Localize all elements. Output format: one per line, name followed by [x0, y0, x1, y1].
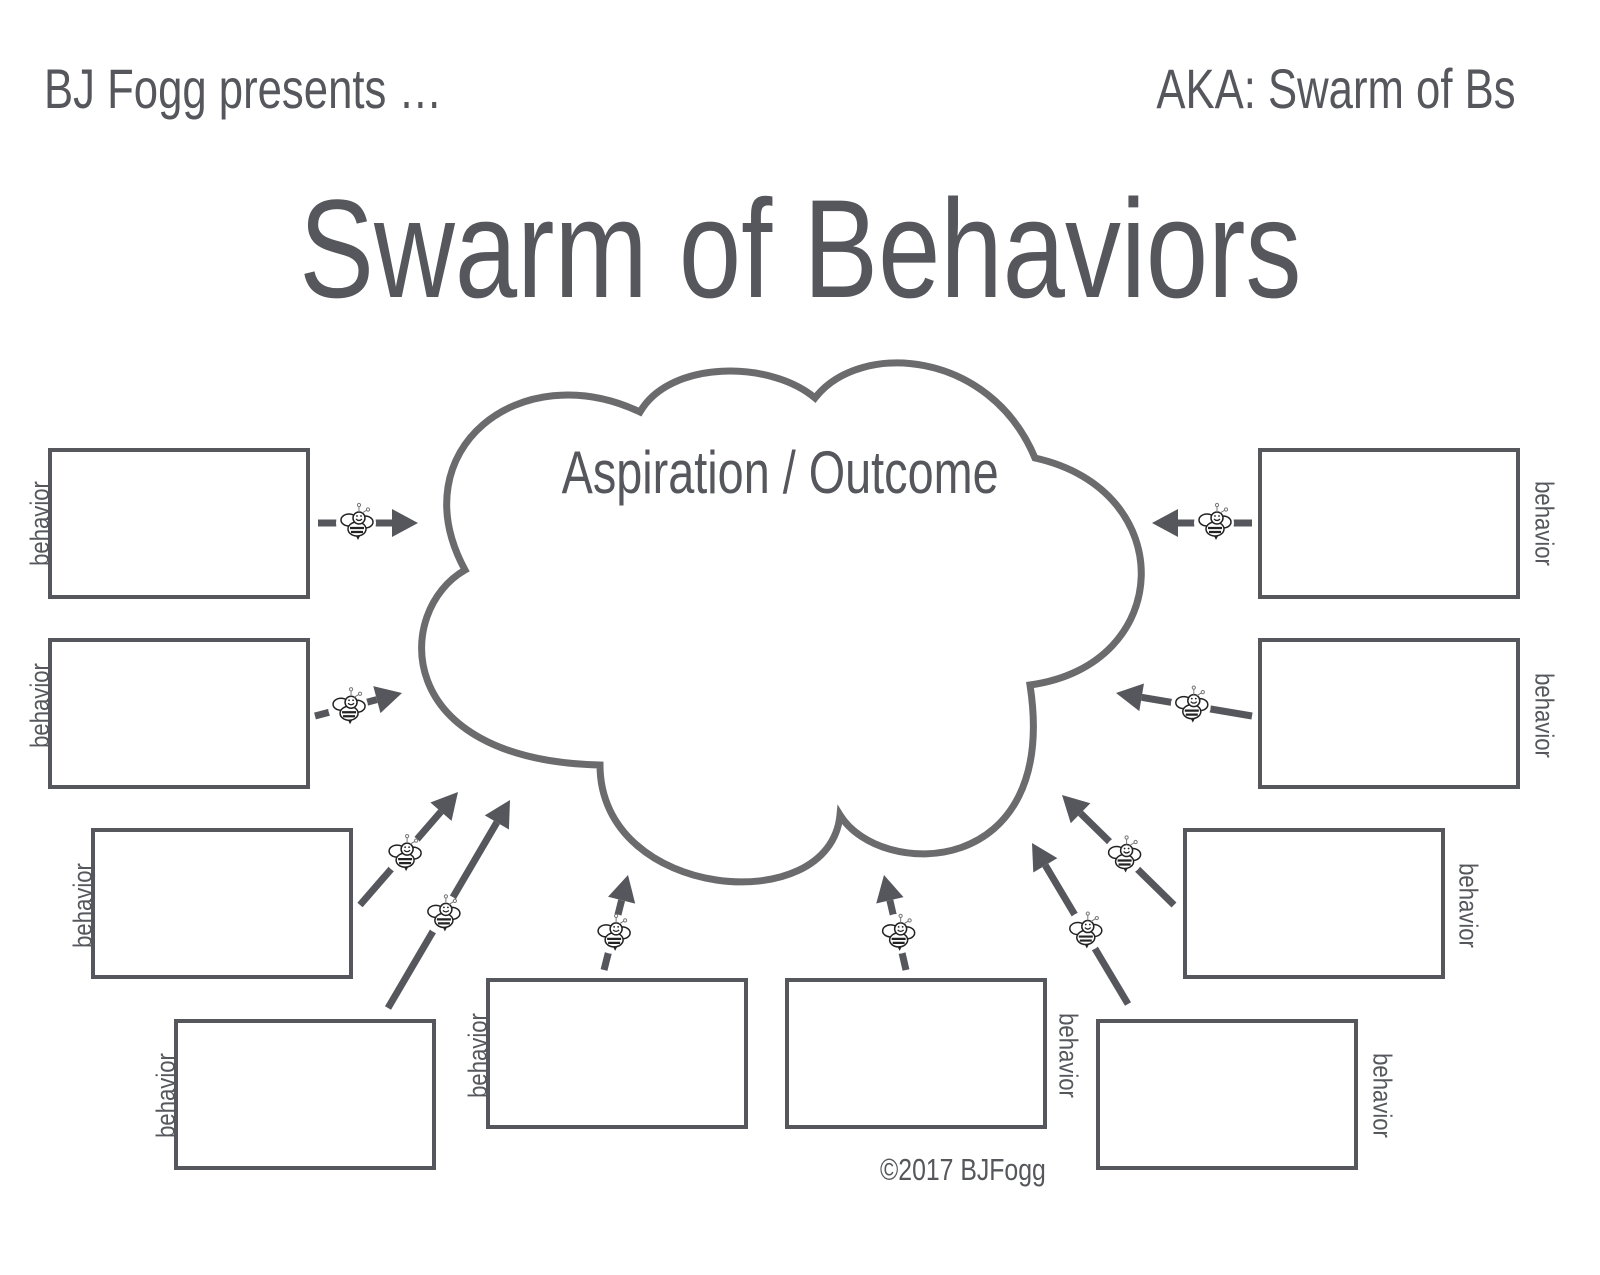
aspiration-cloud: [418, 359, 1145, 886]
behavior-box-right-3[interactable]: [1183, 828, 1445, 979]
arrowhead-icon: [373, 686, 402, 714]
behavior-label: behavior: [24, 481, 55, 566]
arrowhead-icon: [608, 875, 636, 904]
behavior-box-left-1[interactable]: [48, 448, 310, 599]
arrowhead-icon: [1062, 795, 1091, 824]
arrowhead-icon: [430, 792, 458, 821]
arrows-layer: [314, 502, 1253, 1010]
cloud-label: Aspiration / Outcome: [0, 438, 1560, 507]
arrowhead-icon: [1116, 683, 1144, 712]
behavior-label: behavior: [67, 863, 98, 948]
behavior-box-left-2[interactable]: [48, 638, 310, 789]
arrowhead-icon: [876, 875, 904, 904]
page-title-text: Swarm of Behaviors: [298, 170, 1302, 327]
arrowhead-icon: [392, 509, 418, 537]
behavior-label: behavior: [1529, 481, 1560, 566]
behavior-label: behavior: [1529, 673, 1560, 758]
arrowhead-icon: [1032, 843, 1058, 873]
behavior-label: behavior: [1453, 863, 1484, 948]
behavior-box-left-5[interactable]: [486, 978, 748, 1129]
behavior-box-right-2[interactable]: [1258, 638, 1520, 789]
behavior-label: behavior: [462, 1013, 493, 1098]
behavior-box-right-4[interactable]: [1096, 1019, 1358, 1170]
cloud-label-text: Aspiration / Outcome: [561, 439, 999, 506]
presenter-text: BJ Fogg presents …: [44, 57, 443, 120]
behavior-box-right-5[interactable]: [785, 978, 1047, 1129]
behavior-box-right-1[interactable]: [1258, 448, 1520, 599]
arrowhead-icon: [484, 800, 510, 830]
behavior-box-left-3[interactable]: [91, 828, 353, 979]
behavior-box-left-4[interactable]: [174, 1019, 436, 1170]
behavior-label: behavior: [1367, 1053, 1398, 1138]
behavior-label: behavior: [1053, 1013, 1084, 1098]
behavior-label: behavior: [150, 1053, 181, 1138]
aka-text: AKA: Swarm of Bs: [1156, 57, 1516, 120]
behavior-label: behavior: [24, 663, 55, 748]
copyright-text: ©2017 BJFogg: [880, 1152, 1046, 1187]
arrowhead-icon: [1152, 509, 1178, 537]
page-title: Swarm of Behaviors: [0, 168, 1600, 330]
